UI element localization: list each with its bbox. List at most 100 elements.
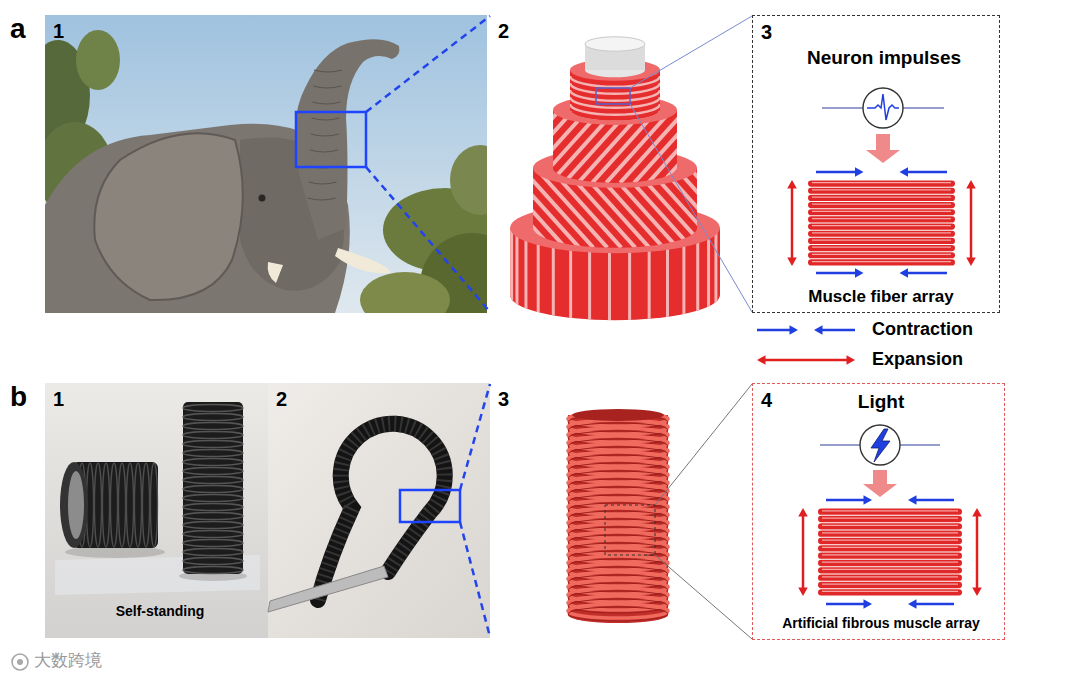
figure-panel: 3Neuron impulsesMuscle fiber array — [752, 15, 1000, 313]
artificial-fiber-schematic — [798, 588, 808, 597]
muscle-fiber-schematic — [787, 88, 976, 278]
coil-model — [568, 409, 668, 623]
panel-number: 2 — [498, 20, 509, 43]
muscle-fiber-schematic — [816, 171, 856, 174]
panel-caption: Artificial fibrous muscle array — [782, 615, 980, 631]
trunk-muscle-model — [508, 110, 574, 183]
elephant-photo — [360, 272, 450, 313]
artificial-fiber-schematic — [818, 589, 962, 595]
trunk-muscle-model — [707, 228, 710, 320]
artificial-fiber-schematic — [871, 429, 890, 462]
artificial-fiber-schematic — [822, 584, 958, 585]
artificial-fiber-schematic — [818, 516, 962, 522]
trunk-muscle-model — [396, 168, 468, 248]
muscle-fiber-schematic — [812, 232, 951, 233]
figure-panel: 2 — [268, 383, 490, 638]
coil-photo — [183, 567, 243, 574]
trunk-muscle-model — [714, 228, 717, 320]
trunk-muscle-model — [515, 228, 518, 320]
panel-heading: Neuron impulses — [807, 47, 961, 69]
legend-text: Expansion — [872, 349, 963, 370]
elephant-photo — [311, 134, 339, 136]
coil-model — [568, 607, 668, 621]
artificial-fiber-schematic — [822, 547, 958, 548]
trunk-muscle-model — [570, 97, 660, 108]
legend-sample — [765, 359, 848, 362]
panel-number: 4 — [761, 389, 772, 412]
trunk-muscle-model — [570, 118, 660, 129]
trunk-muscle-model — [732, 110, 798, 183]
artificial-fiber-schematic — [863, 470, 897, 497]
panel-number: 2 — [276, 388, 287, 411]
trunk-muscle-model — [480, 110, 546, 183]
muscle-fiber-schematic — [900, 167, 909, 177]
coil-photo — [183, 405, 243, 412]
trunk-muscle-model — [585, 37, 645, 77]
coil-photo — [127, 463, 134, 547]
coil-photo — [183, 468, 243, 475]
trunk-muscle-model — [570, 111, 660, 122]
artificial-fiber-schematic — [818, 509, 962, 515]
muscle-fiber-schematic — [808, 231, 955, 237]
panel-letter: b — [10, 381, 27, 413]
trunk-muscle-model — [676, 168, 748, 248]
artificial-fiber-schematic — [818, 523, 962, 529]
legend-sample — [847, 355, 856, 365]
coil-photo — [60, 462, 88, 548]
trunk-muscle-model — [510, 270, 720, 320]
artificial-fiber-schematic — [818, 531, 962, 537]
artificial-fiber-schematic — [822, 554, 958, 555]
trunk-muscle-model — [704, 110, 770, 183]
leader-line — [655, 384, 752, 505]
muscle-fiber-schematic — [808, 216, 955, 222]
artificial-fiber-schematic — [822, 525, 958, 526]
muscle-fiber-schematic — [855, 167, 864, 177]
artificial-fiber-schematic — [818, 567, 962, 573]
elephant-photo — [76, 30, 120, 90]
bent-coil-photo — [268, 383, 490, 638]
coil-model — [568, 415, 668, 615]
elephant-photo — [450, 145, 487, 215]
artificial-fiber-schematic — [818, 582, 962, 588]
artificial-fiber-schematic — [822, 569, 958, 570]
muscle-fiber-schematic — [808, 252, 955, 258]
watermark: 大数跨境 — [34, 651, 102, 671]
panel-letter: a — [10, 13, 26, 45]
trunk-muscle-model — [704, 168, 776, 248]
figure-panel: 1Self-standing — [45, 383, 268, 638]
muscle-fiber-schematic — [787, 258, 797, 267]
coil-photo — [183, 558, 243, 565]
trunk-muscle-model — [480, 95, 812, 183]
legend-text: Contraction — [872, 319, 973, 340]
watermark-icon — [12, 654, 28, 670]
artificial-fiber-schematic — [972, 508, 982, 517]
muscle-fiber-schematic — [866, 134, 900, 163]
trunk-muscle-model — [596, 88, 630, 104]
leader-line — [655, 555, 752, 639]
artificial-fiber-schematic — [818, 553, 962, 559]
muscle-fiber-schematic — [791, 188, 794, 259]
muscle-fiber-schematic — [812, 211, 951, 212]
coil-photo — [95, 463, 102, 547]
figure-panel: 1 — [45, 15, 487, 313]
muscle-fiber-schematic — [808, 181, 955, 187]
coil-photo — [151, 463, 158, 547]
coil-photo — [45, 383, 268, 638]
coil-model — [572, 409, 664, 421]
leader-line — [655, 384, 752, 639]
legend-sample — [822, 329, 855, 332]
muscle-fiber-schematic — [808, 195, 955, 201]
trunk-muscle-model — [510, 228, 513, 320]
artificial-fiber-schematic — [818, 575, 962, 581]
elephant-photo — [268, 262, 283, 283]
coil-photo — [183, 504, 243, 511]
elephant-photo — [314, 70, 342, 72]
coil-photo — [143, 463, 150, 547]
zoom-line — [460, 384, 490, 490]
coil-photo — [183, 441, 243, 448]
panel-heading: Light — [858, 391, 904, 413]
coil-photo — [183, 495, 243, 502]
artificial-fiber-schematic — [822, 532, 958, 533]
trunk-muscle-model — [570, 104, 660, 115]
